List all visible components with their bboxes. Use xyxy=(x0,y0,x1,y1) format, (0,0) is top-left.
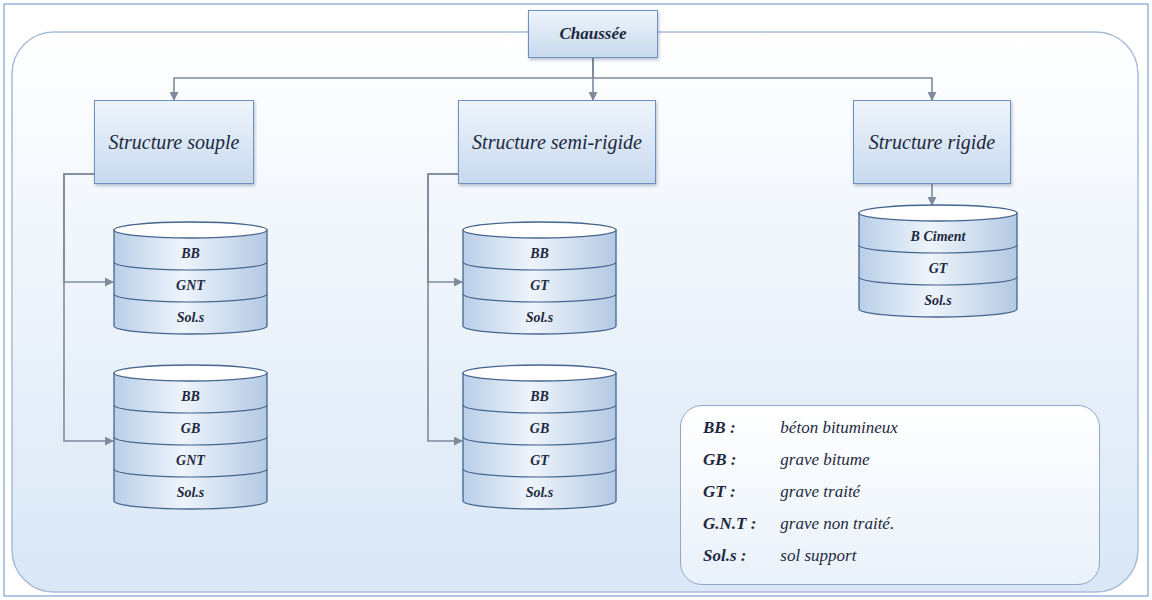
layer-divider xyxy=(114,262,267,270)
cylinder-top xyxy=(859,205,1017,221)
connector-arrow xyxy=(174,58,593,100)
layer-label: Sol.s xyxy=(113,485,268,501)
layer-label: B Ciment xyxy=(858,229,1018,245)
layer-divider xyxy=(463,294,616,302)
cylinder-top xyxy=(463,222,616,238)
layer-label: GT xyxy=(462,453,617,469)
abbreviation-meaning: sol support xyxy=(780,546,856,566)
connector-arrow xyxy=(64,174,113,441)
abbreviation-meaning: béton bitumineux xyxy=(780,418,898,438)
abbreviation-box: BB : béton bitumineux GB : grave bitume GT :… xyxy=(680,405,1100,585)
layer-cylinder: BB GT Sol.s xyxy=(462,222,617,334)
layer-label: Sol.s xyxy=(858,293,1018,309)
layer-label: BB xyxy=(462,389,617,405)
layer-divider xyxy=(859,245,1017,253)
connector-arrow xyxy=(931,184,933,205)
frame-border xyxy=(4,4,1148,596)
root-box: Chaussée xyxy=(528,10,658,58)
box-label: Structure souple xyxy=(99,126,250,159)
box-label: Chaussée xyxy=(549,19,636,48)
layer-label: Sol.s xyxy=(462,310,617,326)
structure-box: Structure souple xyxy=(94,100,254,184)
connector-arrow xyxy=(428,174,462,282)
layer-divider xyxy=(463,469,616,477)
layer-divider xyxy=(463,262,616,270)
abbreviation: Sol.s : xyxy=(703,546,746,566)
cylinder-top xyxy=(114,222,267,238)
layer-cylinder: B CimentGT Sol.s xyxy=(858,205,1018,317)
layer-divider xyxy=(114,437,267,445)
layer-label: BB xyxy=(462,246,617,262)
layer-divider xyxy=(463,437,616,445)
cylinder-top xyxy=(114,365,267,381)
layer-divider xyxy=(114,405,267,413)
layer-label: BB xyxy=(113,389,268,405)
layer-label: GT xyxy=(462,278,617,294)
cylinder-body xyxy=(114,373,267,509)
layer-label: GT xyxy=(858,261,1018,277)
layer-label: GB xyxy=(462,421,617,437)
layer-divider xyxy=(114,469,267,477)
cylinder-body xyxy=(463,373,616,509)
layer-divider xyxy=(114,294,267,302)
abbreviation-meaning: grave traité xyxy=(780,482,860,502)
connector-arrow xyxy=(64,174,113,282)
abbreviation-meaning: grave non traité. xyxy=(780,514,894,534)
structure-box: Structure semi-rigide xyxy=(458,100,656,184)
rounded-panel xyxy=(12,32,1138,592)
connector-arrow xyxy=(428,174,462,441)
layer-divider xyxy=(859,277,1017,285)
structure-box: Structure rigide xyxy=(853,100,1011,184)
layer-label: BB xyxy=(113,246,268,262)
layer-cylinder: BB GNT Sol.s xyxy=(113,222,268,334)
cylinder-body xyxy=(114,230,267,334)
layer-label: GB xyxy=(113,421,268,437)
box-label: Structure semi-rigide xyxy=(462,126,652,159)
abbreviation: GB : xyxy=(703,450,737,470)
cylinder-top xyxy=(463,365,616,381)
layer-label: GNT xyxy=(113,453,268,469)
layer-divider xyxy=(463,405,616,413)
cylinder-body xyxy=(463,230,616,334)
layer-label: GNT xyxy=(113,278,268,294)
box-label: Structure rigide xyxy=(859,126,1005,159)
abbreviation: BB : xyxy=(703,418,736,438)
layer-label: Sol.s xyxy=(462,485,617,501)
abbreviation: G.N.T : xyxy=(703,514,756,534)
abbreviation-meaning: grave bitume xyxy=(780,450,869,470)
layer-label: Sol.s xyxy=(113,310,268,326)
layer-cylinder: BB GB GT Sol.s xyxy=(462,365,617,509)
layer-cylinder: BB GB GNT Sol.s xyxy=(113,365,268,509)
cylinder-body xyxy=(859,213,1017,317)
abbreviation: GT : xyxy=(703,482,736,502)
connector-arrow xyxy=(593,58,932,100)
